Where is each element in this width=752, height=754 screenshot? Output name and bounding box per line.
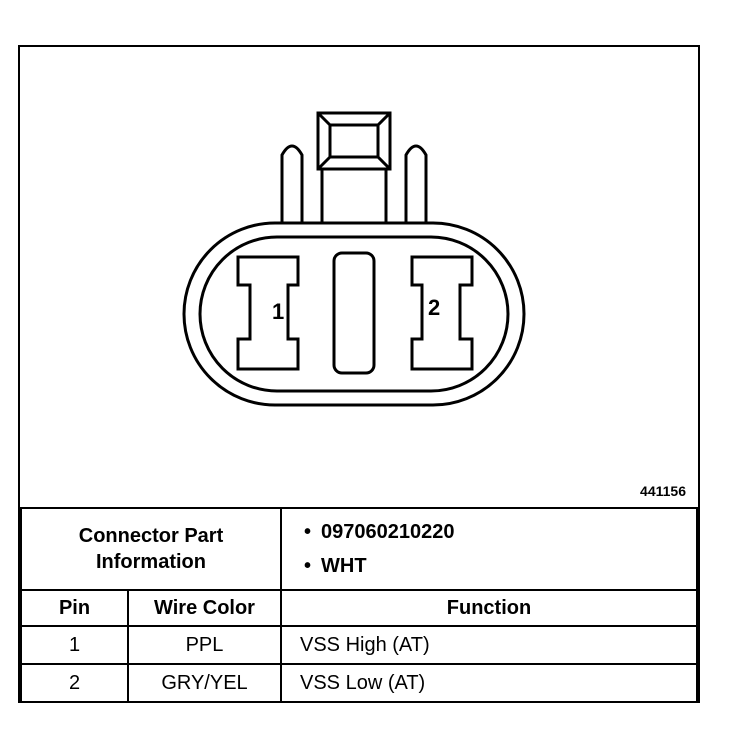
pin-2-label: 2 — [428, 295, 440, 320]
header-wire-color: Wire Color — [127, 589, 282, 627]
part-info-label-line1: Connector Part — [78, 525, 224, 547]
wire-color-cell: PPL — [127, 625, 282, 665]
pin-cell: 2 — [20, 663, 129, 703]
table-row: 2 GRY/YEL VSS Low (AT) — [20, 663, 698, 703]
part-number: 097060210220 — [304, 515, 696, 549]
connector-info-table: Connector Part Information 097060210220 … — [20, 507, 698, 703]
part-info-values: 097060210220 WHT — [280, 507, 698, 591]
header-pin: Pin — [20, 589, 129, 627]
header-function: Function — [280, 589, 698, 627]
pin-cell: 1 — [20, 625, 129, 665]
function-cell: VSS Low (AT) — [280, 663, 698, 703]
center-key — [332, 251, 376, 375]
wire-color-cell: GRY/YEL — [127, 663, 282, 703]
connector-figure: 1 2 441156 Connector Part Information 09… — [18, 45, 700, 703]
table-header-row: Pin Wire Color Function — [20, 589, 698, 627]
pin-1-label: 1 — [272, 299, 284, 324]
part-info-row: Connector Part Information 097060210220 … — [20, 507, 698, 591]
connector-body — [182, 221, 526, 407]
connector-diagram: 1 2 — [182, 111, 526, 407]
part-info-label-line2: Information — [96, 551, 206, 573]
reference-number: 441156 — [640, 483, 686, 499]
table-row: 1 PPL VSS High (AT) — [20, 625, 698, 665]
pin-1-cavity — [236, 255, 300, 371]
function-cell: VSS High (AT) — [280, 625, 698, 665]
connector-color: WHT — [304, 549, 696, 583]
part-info-label: Connector Part Information — [20, 507, 282, 591]
pin-2-cavity — [410, 255, 474, 371]
latch-tab — [316, 111, 392, 235]
